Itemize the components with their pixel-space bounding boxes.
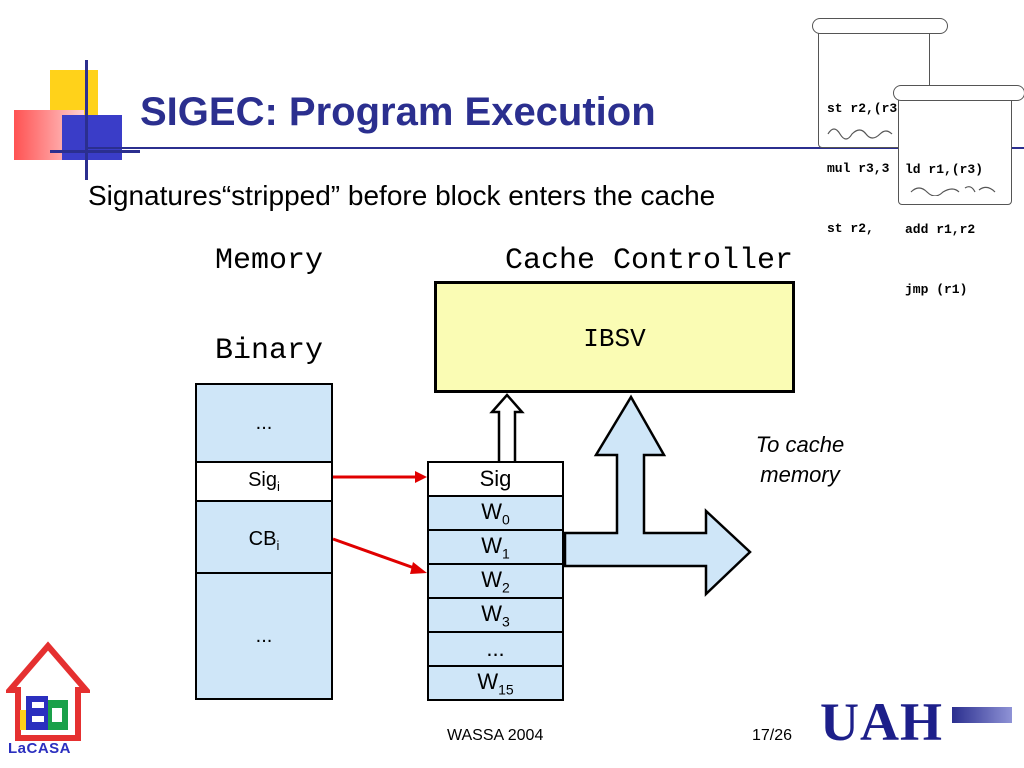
cache-word-label: W2 — [481, 567, 510, 595]
memory-cb-base: CB — [248, 528, 277, 550]
cache-word-cell: W0 — [427, 495, 564, 531]
word-sub: 2 — [501, 579, 510, 596]
scroll-2-top-roll — [893, 85, 1024, 101]
slide-title: SIGEC: Program Execution — [140, 90, 656, 134]
footer-conference: WASSA 2004 — [447, 727, 544, 744]
word-sub: 3 — [501, 613, 510, 630]
note-line-1: To cache — [755, 432, 845, 457]
lacasa-logo-icon — [6, 641, 90, 741]
memory-top-ellipsis: ... — [255, 411, 273, 434]
code-line: jmp (r1) — [905, 282, 968, 297]
uah-logo-text: UAH — [820, 692, 943, 752]
word-base: W — [481, 600, 502, 626]
cache-ellipsis-cell: ... — [427, 631, 564, 667]
ibsv-label: IBSV — [583, 324, 646, 354]
code-line: st r2,(r3) — [827, 101, 906, 116]
word-base: W — [477, 668, 499, 694]
memory-label: Memory — [215, 244, 324, 278]
memory-cb-label: CBi — [249, 528, 280, 553]
title-underline — [86, 147, 1024, 149]
memory-block-bottom: ... — [195, 572, 333, 700]
cache-word-label: W15 — [477, 669, 513, 697]
to-cache-memory-arrow — [563, 394, 752, 597]
cache-word-label: W3 — [481, 601, 510, 629]
binary-label: Binary — [215, 334, 324, 368]
sig-red-arrow-head — [415, 471, 427, 483]
footer-page-number: 17/26 — [752, 727, 793, 744]
memory-block-top: ... — [195, 383, 333, 463]
cb-red-arrow-head — [410, 562, 427, 574]
cache-ellipsis-label: ... — [486, 636, 505, 661]
word-sub: 1 — [501, 545, 510, 562]
cache-word-cell: W15 — [427, 665, 564, 701]
memory-sig-label: Sigi — [248, 469, 280, 494]
code-line: mul r3,3 — [827, 161, 890, 176]
cb-red-arrow-line — [332, 537, 418, 571]
cache-sig-cell: Sig — [427, 461, 564, 497]
code-line: st r2, — [827, 221, 874, 236]
code-line: ld r1,(r3) — [905, 162, 984, 177]
word-sub: 15 — [498, 681, 514, 698]
note-line-2: memory — [760, 462, 840, 487]
cache-word-label: W1 — [481, 533, 510, 561]
word-base: W — [481, 566, 502, 592]
memory-bottom-ellipsis: ... — [255, 624, 273, 647]
cache-word-cell: W3 — [427, 597, 564, 633]
uah-logo-bar — [952, 707, 1012, 723]
lacasa-logo-text: LaCASA — [8, 740, 72, 757]
slide-subtitle: Signatures“stripped” before block enters… — [88, 180, 716, 211]
to-cache-memory-note: To cache memory — [730, 430, 870, 490]
memory-sig-sub: i — [277, 479, 280, 494]
memory-cb-sub: i — [276, 538, 280, 553]
word-base: W — [481, 498, 502, 524]
decor-squares — [10, 55, 140, 180]
cache-word-cell: W2 — [427, 563, 564, 599]
cache-word-cell: W1 — [427, 529, 564, 565]
sig-to-ibsv-arrow — [489, 393, 525, 461]
word-base: W — [481, 532, 502, 558]
word-sub: 0 — [501, 511, 510, 528]
memory-block-cb: CBi — [195, 500, 333, 574]
memory-sig-base: Sig — [248, 469, 277, 491]
memory-block-sig: Sigi — [195, 461, 333, 502]
cache-word-label: W0 — [481, 499, 510, 527]
scroll-1-top-roll — [812, 18, 948, 34]
cache-controller-label: Cache Controller — [505, 244, 794, 278]
code-line: add r1,r2 — [905, 222, 976, 237]
ibsv-box: IBSV — [434, 281, 795, 393]
signature-scribble — [827, 128, 893, 140]
cache-sig-label: Sig — [479, 466, 512, 491]
signature-scribble — [910, 186, 996, 196]
code-scroll-1-text: st r2,(r3) mul r3,3 st r2, — [827, 59, 905, 279]
code-scroll-2-text: ld r1,(r3) add r1,r2 jmp (r1) — [905, 120, 983, 340]
code-scroll-2: ld r1,(r3) add r1,r2 jmp (r1) — [898, 95, 1012, 297]
